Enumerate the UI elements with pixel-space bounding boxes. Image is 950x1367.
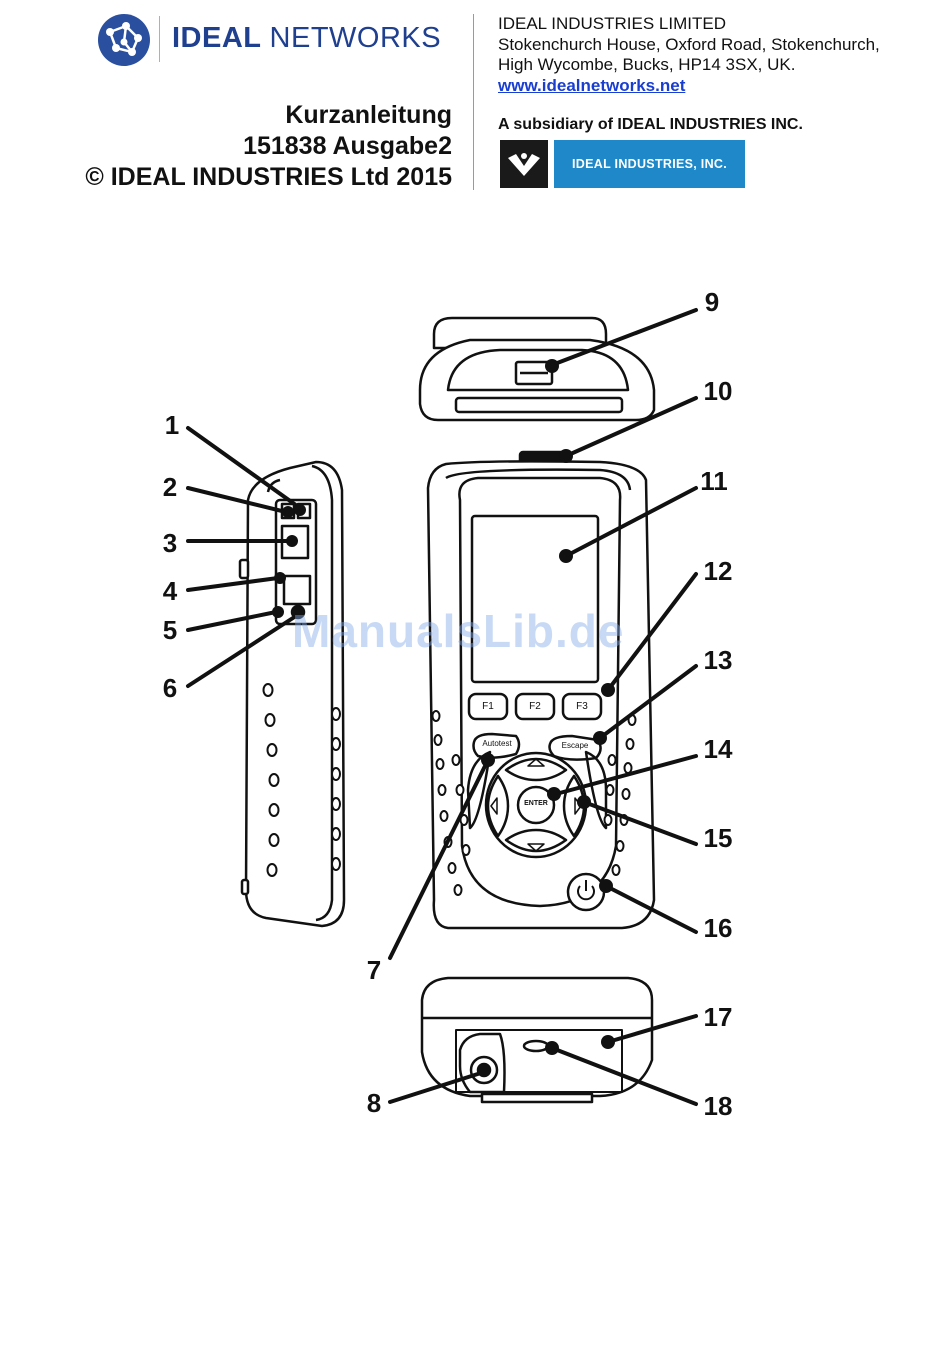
callout-17: 17	[703, 1002, 733, 1032]
callout-5: 5	[162, 615, 178, 645]
watermark: ManualsLib.de	[292, 605, 625, 657]
callout-1: 1	[164, 410, 180, 440]
autotest-key	[472, 732, 521, 759]
callout-18: 18	[703, 1091, 733, 1121]
callout-16: 16	[703, 913, 733, 943]
parent-logo-mark	[500, 140, 548, 188]
power-button	[566, 872, 606, 912]
rj45-port	[282, 574, 312, 606]
callout-7: 7	[366, 955, 382, 985]
enter-key-label: ENTER	[524, 800, 548, 807]
address-line: IDEAL INDUSTRIES LIMITED	[498, 14, 726, 33]
subsidiary-note: A subsidiary of IDEAL INDUSTRIES INC.	[498, 116, 803, 133]
f1-key	[467, 692, 509, 721]
f3-key	[561, 692, 603, 721]
up-key	[504, 757, 568, 782]
title-line: © IDEAL INDUSTRIES Ltd 2015	[85, 163, 452, 191]
header-divider	[473, 14, 474, 190]
title-line: Kurzanleitung	[285, 101, 452, 129]
company-address: IDEAL INDUSTRIES LIMITED Stokenchurch Ho…	[498, 14, 880, 96]
f1-key-label: F1	[482, 701, 494, 712]
reset-hole	[522, 1039, 550, 1053]
logo-word-light: NETWORKS	[269, 22, 442, 54]
callout-12: 12	[703, 556, 733, 586]
callout-15: 15	[703, 823, 733, 853]
callout-6: 6	[162, 673, 178, 703]
callout-9: 9	[704, 287, 720, 317]
callout-8: 8	[366, 1088, 382, 1118]
escape-key-label: Escape	[561, 741, 589, 750]
callout-11: 11	[700, 466, 728, 496]
title-line: 151838 Ausgabe2	[243, 132, 452, 160]
device-side-view	[238, 460, 346, 928]
parent-logo-text: IDEAL INDUSTRIES, INC.	[554, 140, 745, 188]
callout-4: 4	[162, 576, 178, 606]
autotest-key-label: Autotest	[482, 739, 512, 748]
company-logo-text: IDEAL NETWORKS	[172, 22, 441, 55]
logo-word-bold: IDEAL	[172, 22, 261, 54]
website-link[interactable]: www.idealnetworks.net	[498, 75, 686, 95]
f2-key-label: F2	[529, 701, 541, 712]
ideal-emblem-icon	[508, 153, 540, 176]
callout-14: 14	[703, 734, 733, 764]
network-globe-icon	[98, 14, 150, 66]
leader-lines	[186, 308, 698, 1106]
callout-3: 3	[162, 528, 178, 558]
address-line: High Wycombe, Bucks, HP14 3SX, UK.	[498, 55, 796, 74]
callout-13: 13	[703, 645, 733, 675]
enter-key	[516, 785, 556, 825]
company-logo	[96, 12, 152, 68]
address-line: Stokenchurch House, Oxford Road, Stokenc…	[498, 34, 880, 54]
logo-divider	[159, 16, 160, 62]
device-front-view	[426, 450, 656, 930]
left-key	[486, 774, 510, 838]
f3-key-label: F3	[576, 701, 588, 712]
document-title: Kurzanleitung 151838 Ausgabe2 © IDEAL IN…	[85, 100, 452, 193]
callout-2: 2	[162, 472, 178, 502]
callout-10: 10	[703, 376, 733, 406]
device-top-view	[418, 316, 656, 422]
leader-dots	[272, 359, 615, 1077]
down-key	[504, 828, 568, 853]
f2-key	[514, 692, 556, 721]
